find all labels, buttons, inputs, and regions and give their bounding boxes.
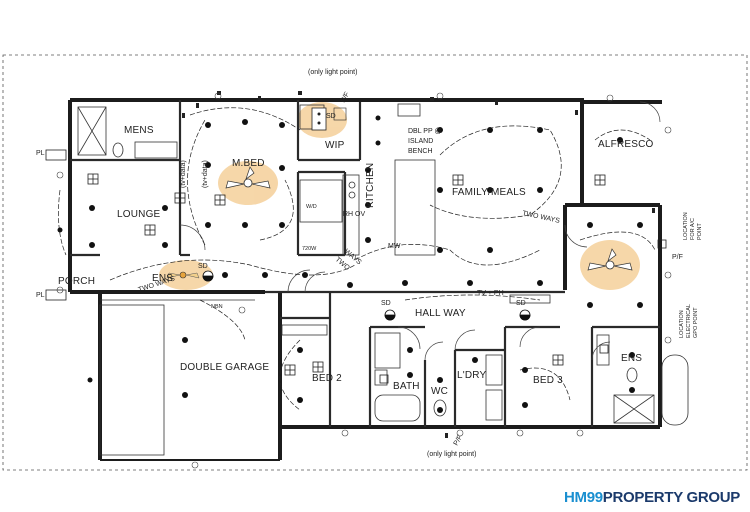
room-ens-left: ENS [152,273,173,284]
note-tv-data: (tv+data) [202,160,209,188]
ceiling-fan-entry [166,271,200,279]
note-gpo-2: ELECTRICAL [686,304,692,338]
sheet-border [2,54,748,471]
brand-part-2: PROPERTY GROUP [602,489,741,506]
a-markers [56,92,672,469]
note-dbl-pp-1: DBL PP @ [408,128,442,135]
note-two-ways-2: TWO WAYS [522,210,561,225]
gpo-points [87,173,667,384]
wiring-paths [58,107,656,411]
note-pl-2: PL [36,292,45,299]
door-swings [179,101,661,361]
note-dbl-pp-2: ISLAND [408,138,433,145]
note-pf-3: P/F [453,434,465,447]
room-bed3: BED 3 [533,375,563,386]
note-gpo-1: LOCATION [679,310,685,338]
note-light-point-top: (only light point) [308,69,357,76]
note-light-point-bottom: (only light point) [427,451,476,458]
room-labels: MENS M.BED WIP KITCHEN FAMILY/MEALS ALFR… [58,125,654,397]
note-mw: MW [388,243,401,250]
note-two-ways-3: TWO [334,256,351,272]
room-bath: BATH [393,381,420,392]
room-ldry: L'DRY [457,370,487,381]
note-sd-2: SD [381,300,391,307]
room-kitchen: KITCHEN [365,163,376,208]
room-wc: WC [431,386,448,397]
note-hot-water: 720W [302,246,317,252]
room-porch: PORCH [58,276,95,287]
note-tv-ph: TV + PH [477,290,504,297]
room-mbed: M.BED [232,158,265,169]
room-double-garage: DOUBLE GARAGE [180,362,269,373]
note-pl-1: PL [36,150,45,157]
ceiling-fan-mbed [225,166,271,189]
ceiling-fan-bed1 [587,248,633,271]
note-gpo-3: GPO POINT [693,307,699,338]
note-sd-4: SD [326,113,336,120]
room-family-meals: FAMILY/MEALS [452,187,526,198]
note-dbl-pp-3: BENCH [408,148,433,155]
note-ac-3: POINT [697,223,703,240]
note-ac-1: LOCATION [683,212,689,240]
mens-vanity [134,141,178,159]
mens-shower [77,106,107,156]
room-wip: WIP [325,140,345,151]
light-points [57,115,643,413]
room-lounge: LOUNGE [117,209,161,220]
room-hall-way: HALL WAY [415,308,466,319]
note-wd: W/D [306,204,317,210]
interior-walls [70,100,660,427]
room-bed2: BED 2 [312,373,342,384]
garage-door [99,304,165,456]
note-pf-1: P/F [340,91,352,104]
room-alfresco: ALFRESCO [598,139,654,150]
note-ac-2: FOR A/C [690,218,696,240]
bath-tub [374,394,421,422]
company-logo: HM99PROPERTY GROUP [564,489,740,506]
note-rh-ov: RH OV [343,211,366,218]
wip-double-gpo [311,107,347,131]
note-sd-3: SD [516,300,526,307]
note-tv-data-lounge: (tv+data) [180,160,187,188]
room-ens-right: ENS [621,353,642,364]
fixtures [77,103,689,456]
pl-fixtures [45,149,67,301]
note-nbn: NBN [211,304,223,310]
room-mens: MENS [124,125,154,136]
note-pf-2: P/F [672,254,683,261]
smoke-detectors [202,270,531,321]
brand-part-1: HM99 [563,489,603,506]
note-sd-1: SD [198,263,208,270]
